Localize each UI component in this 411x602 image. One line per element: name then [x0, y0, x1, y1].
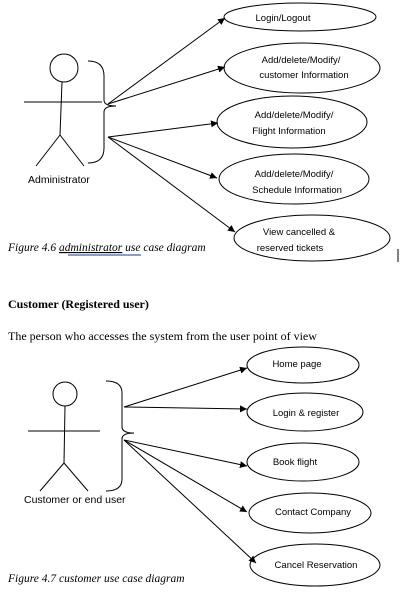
usecase-label: Flight Information	[252, 126, 325, 137]
figure-4-7-caption: Figure 4.7 customer use case diagram	[7, 573, 185, 585]
actor-left-leg	[39, 462, 65, 492]
usecase-label: Login & register	[273, 408, 340, 419]
usecase-label: reserved tickets	[257, 243, 324, 254]
actor-right-leg	[63, 462, 89, 492]
arrow-to-login-logout	[107, 17, 226, 105]
actor-right-leg	[59, 134, 85, 167]
usecase-contact-company: Contact Company	[248, 492, 372, 534]
actor-head	[52, 381, 78, 407]
usecase-label: Add/delete/Modify/	[255, 169, 334, 180]
usecase-book-flight: Book flight	[246, 442, 360, 482]
usecase-login-register: Login & register	[246, 392, 364, 432]
figure-4-6-caption: Figure 4.6 administrator use case diagra…	[7, 242, 206, 254]
actor-left-leg	[35, 134, 61, 167]
usecase-customer-information: Add/delete/Modify/ customer Information	[223, 42, 381, 94]
usecase-label: Book flight	[273, 457, 318, 468]
usecase-schedule-information: Add/delete/Modify/ Schedule Information	[218, 153, 370, 205]
usecase-label: Add/delete/Modify/	[262, 55, 341, 66]
caption-link[interactable]: administrator	[59, 242, 123, 254]
customer-association-lines	[123, 366, 257, 564]
usecase-label: Contact Company	[275, 507, 351, 518]
actor-body	[59, 81, 63, 136]
arrow-to-view-tickets	[107, 136, 236, 233]
actor-head	[49, 53, 79, 83]
administrator-brace	[87, 60, 117, 164]
section-heading: Customer (Registered user)	[8, 297, 149, 311]
arrow-to-flight-info	[107, 120, 219, 138]
arrow-to-cancel-reservation	[123, 439, 257, 564]
admin-association-lines	[107, 17, 236, 233]
arrow-to-schedule-info	[107, 136, 218, 179]
usecase-label: Cancel Reservation	[275, 560, 358, 571]
arrow-to-home-page	[123, 366, 248, 408]
administrator-actor	[24, 53, 102, 167]
usecase-login-logout: Login/Logout	[223, 2, 377, 32]
usecase-label: Schedule Information	[252, 185, 342, 196]
usecase-label: Add/delete/Modify/	[255, 110, 334, 121]
usecase-home-page: Home page	[246, 346, 360, 384]
usecase-label: customer Information	[259, 70, 348, 81]
arrow-to-book-flight	[123, 439, 248, 468]
arrow-to-contact-company	[123, 439, 248, 513]
section-paragraph: The person who accesses the system from …	[8, 329, 317, 343]
usecase-view-cancelled-reserved: View cancelled & reserved tickets	[233, 214, 391, 262]
customer-brace	[105, 380, 135, 492]
usecase-cancel-reservation: Cancel Reservation	[249, 543, 381, 587]
actor-body	[63, 405, 66, 464]
usecase-label: Home page	[272, 359, 321, 370]
usecase-flight-information: Add/delete/Modify/ Flight Information	[216, 95, 368, 149]
arrow-to-customer-info	[107, 65, 226, 105]
usecase-label: View cancelled &	[263, 227, 336, 238]
usecase-label: Login/Logout	[256, 13, 311, 24]
customer-actor	[28, 381, 100, 492]
administrator-label: Administrator	[28, 174, 90, 186]
customer-actor-label: Customer or end user	[24, 494, 126, 506]
arrow-to-login-register	[123, 405, 248, 413]
